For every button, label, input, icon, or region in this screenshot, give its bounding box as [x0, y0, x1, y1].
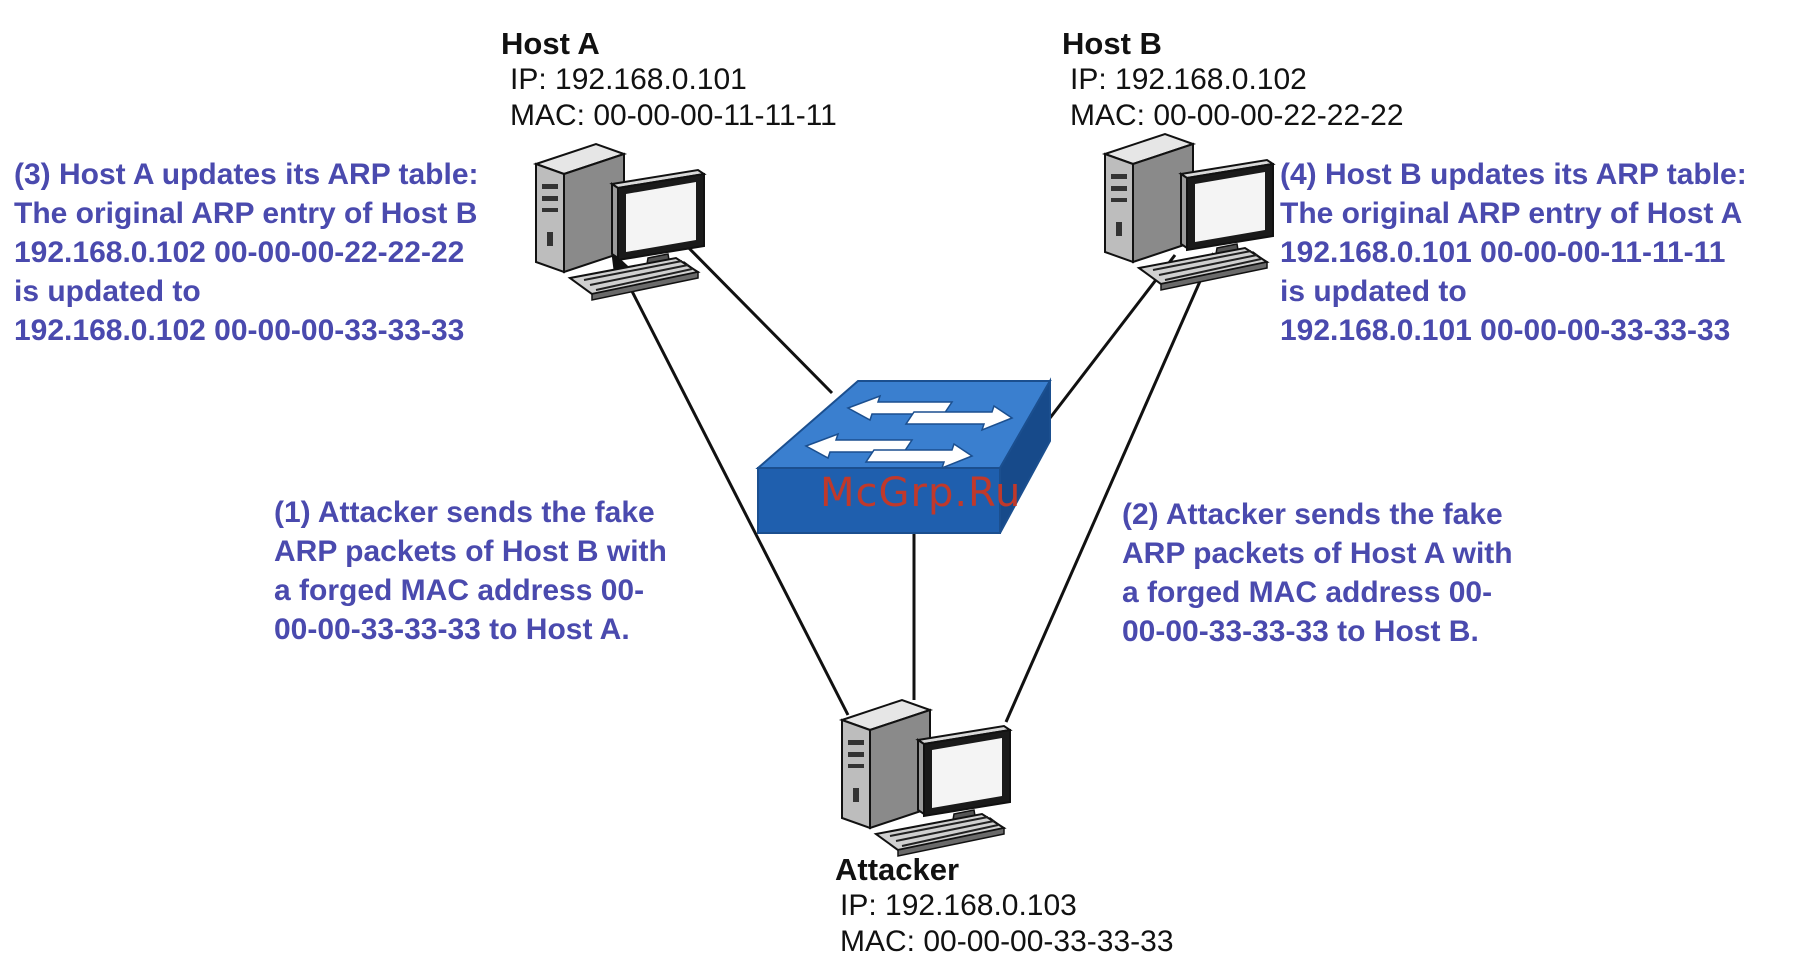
note-step-3-line: 192.168.0.102 00-00-00-22-22-22	[14, 236, 465, 269]
attacker-computer-icon	[841, 699, 1011, 857]
note-step-4-line: is updated to	[1280, 275, 1467, 308]
note-step-3-line: The original ARP entry of Host B	[14, 197, 478, 230]
note-step-3-line: is updated to	[14, 275, 201, 308]
host-a-computer-icon	[535, 143, 705, 301]
note-step-2-line: ARP packets of Host A with	[1122, 537, 1513, 570]
link-switch-host-b	[1048, 254, 1177, 419]
note-step-1-line: (1) Attacker sends the fake	[274, 496, 655, 529]
host-a-ip: IP: 192.168.0.101	[510, 63, 747, 96]
attacker-title: Attacker	[835, 852, 960, 887]
watermark-text: McGrp.Ru	[820, 470, 1022, 516]
note-step-2-line: 00-00-33-33-33 to Host B.	[1122, 615, 1479, 648]
host-b-ip: IP: 192.168.0.102	[1070, 63, 1307, 96]
host-b-mac: MAC: 00-00-00-22-22-22	[1070, 99, 1404, 132]
host-b-computer-icon	[1104, 133, 1274, 291]
note-step-3-line: 192.168.0.102 00-00-00-33-33-33	[14, 314, 465, 347]
note-step-2-line: a forged MAC address 00-	[1122, 576, 1493, 609]
note-step-3-line: (3) Host A updates its ARP table:	[14, 158, 479, 191]
arrow-attacker-to-host-a	[610, 250, 850, 716]
host-b-title: Host B	[1062, 26, 1162, 61]
note-step-4-line: (4) Host B updates its ARP table:	[1280, 158, 1747, 191]
attacker-ip: IP: 192.168.0.103	[840, 889, 1077, 922]
network-switch-icon	[755, 377, 1052, 534]
note-step-2-line: (2) Attacker sends the fake	[1122, 498, 1503, 531]
link-switch-host-a	[674, 233, 834, 395]
host-a-title: Host A	[501, 26, 600, 61]
note-step-1-line: a forged MAC address 00-	[274, 574, 645, 607]
host-a-mac: MAC: 00-00-00-11-11-11	[510, 99, 837, 132]
note-step-4-line: The original ARP entry of Host A	[1280, 197, 1743, 230]
note-step-1-line: 00-00-33-33-33 to Host A.	[274, 613, 630, 646]
arrow-attacker-to-host-b	[1004, 252, 1214, 723]
note-step-4-line: 192.168.0.101 00-00-00-11-11-11	[1280, 236, 1726, 269]
note-step-1-line: ARP packets of Host B with	[274, 535, 667, 568]
note-step-4-line: 192.168.0.101 00-00-00-33-33-33	[1280, 314, 1731, 347]
attacker-mac: MAC: 00-00-00-33-33-33	[840, 925, 1174, 958]
